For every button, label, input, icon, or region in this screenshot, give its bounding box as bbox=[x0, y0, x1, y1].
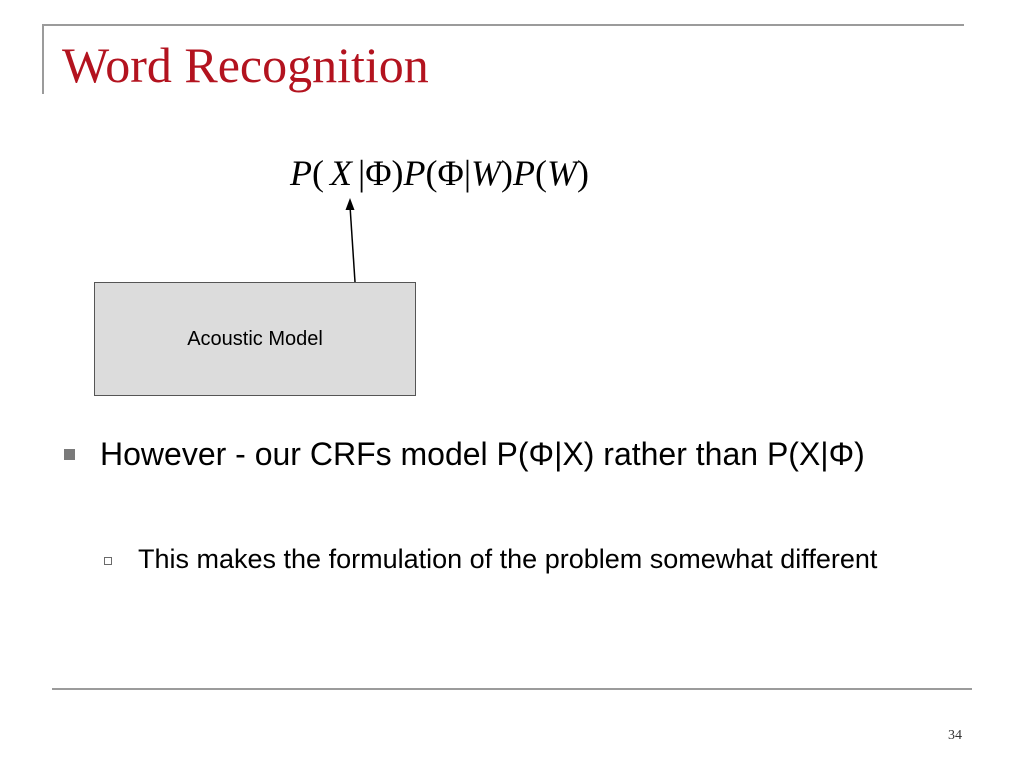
sub-bullet-text: This makes the formulation of the proble… bbox=[138, 544, 878, 574]
square-bullet-icon bbox=[64, 449, 75, 460]
arrow-line bbox=[349, 205, 356, 283]
slide-title: Word Recognition bbox=[62, 37, 429, 93]
bullet-text: However - our CRFs model P(Φ|X) rather t… bbox=[100, 436, 865, 472]
formula-term: W bbox=[471, 153, 502, 193]
top-divider bbox=[42, 24, 964, 26]
formula-term: Φ) bbox=[365, 153, 404, 193]
formula-term: W bbox=[547, 153, 578, 193]
formula-term: ) bbox=[501, 153, 514, 193]
formula-term: ) bbox=[577, 153, 590, 193]
formula-term: P bbox=[403, 153, 426, 193]
formula-term: X bbox=[330, 153, 352, 193]
formula: P(X|Φ)P(Φ|W)P(W) bbox=[290, 153, 730, 194]
formula-term: | bbox=[358, 153, 366, 193]
acoustic-model-box: Acoustic Model bbox=[94, 282, 416, 396]
page-number: 34 bbox=[948, 728, 962, 743]
formula-term: P bbox=[290, 153, 312, 193]
formula-term: ( bbox=[312, 153, 324, 193]
formula-term: (Φ| bbox=[425, 153, 472, 193]
formula-term: P bbox=[513, 153, 536, 193]
arrow-head bbox=[345, 198, 355, 210]
left-divider bbox=[42, 24, 44, 94]
acoustic-model-label: Acoustic Model bbox=[187, 327, 323, 350]
formula-term: ( bbox=[535, 153, 548, 193]
bottom-divider bbox=[52, 688, 972, 690]
hollow-square-bullet-icon bbox=[104, 557, 112, 565]
